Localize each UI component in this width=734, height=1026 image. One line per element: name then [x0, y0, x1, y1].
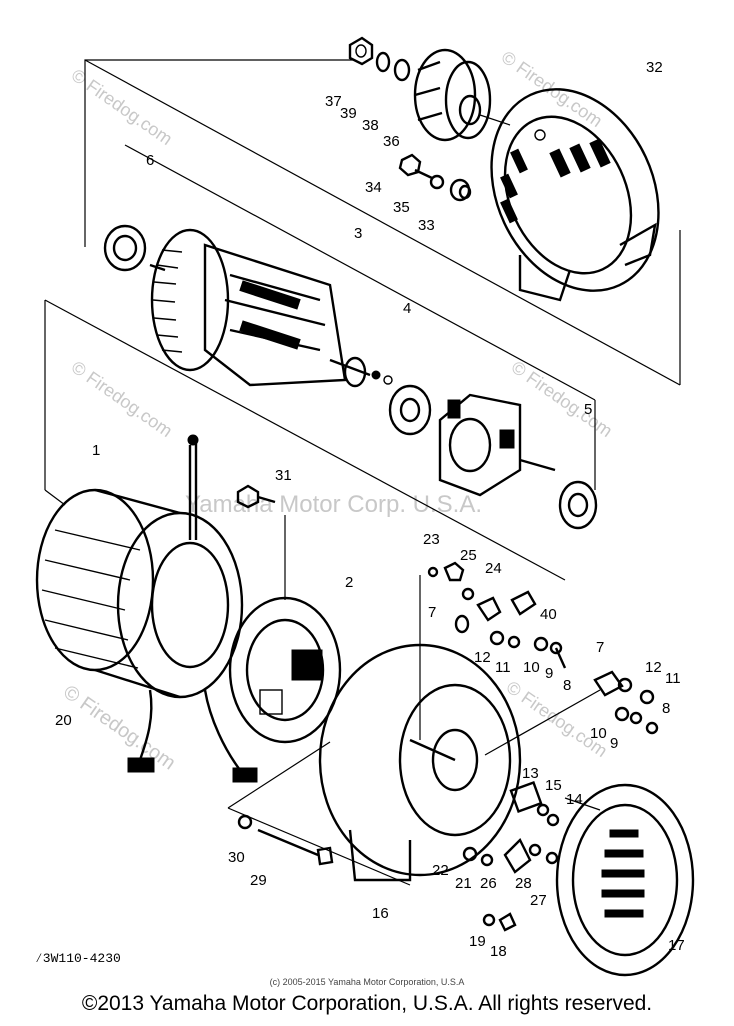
assembly-frames: [44, 59, 681, 581]
callout-3: 3: [354, 225, 362, 242]
part-17-fan-cover: [555, 783, 695, 977]
part-33-35-fasteners: [398, 153, 472, 202]
small-hardware: [227, 561, 659, 932]
callout-38: 38: [362, 117, 379, 134]
watermark-firedog-3: © Firedog.com: [68, 357, 176, 441]
part-32-rear-bracket: [490, 88, 660, 302]
callout-16: 16: [372, 905, 389, 922]
callout-10b: 10: [590, 725, 607, 742]
callout-27: 27: [530, 892, 547, 909]
part-37-39-nut-washers: [348, 36, 411, 82]
callout-20: 20: [55, 712, 72, 729]
drawing-code: ⁄3W110-4230: [35, 951, 121, 966]
callout-9a: 9: [545, 665, 553, 682]
callout-13: 13: [522, 765, 539, 782]
callout-8a: 8: [563, 677, 571, 694]
callout-11b: 11: [665, 670, 681, 687]
callout-11a: 11: [495, 659, 511, 676]
part-6-bearing: [103, 224, 147, 272]
callout-39: 39: [340, 105, 357, 122]
part-1-stator: [35, 434, 258, 783]
watermark-center: Yamaha Motor Corp. U.S.A.: [185, 491, 482, 518]
callout-34: 34: [365, 179, 382, 196]
callout-1: 1: [92, 442, 100, 459]
callout-23: 23: [423, 531, 440, 548]
callout-22: 22: [432, 862, 449, 879]
callout-19: 19: [469, 933, 486, 950]
callout-30: 30: [228, 849, 245, 866]
small-credit: (c) 2005-2015 Yamaha Motor Corporation, …: [269, 977, 465, 987]
callout-14: 14: [566, 791, 583, 808]
rotor-assembly: [149, 228, 371, 388]
callout-21: 21: [455, 875, 472, 892]
callout-12b: 12: [645, 659, 662, 676]
callout-25: 25: [460, 547, 477, 564]
callout-9b: 9: [610, 735, 618, 752]
callout-8b: 8: [662, 700, 670, 717]
part-36-pulley: [413, 48, 511, 142]
callout-29: 29: [250, 872, 267, 889]
callout-labels: 37 39 38 36 32 6 34 35 33 3 4 5 1 31 2 2…: [55, 59, 685, 960]
callout-28: 28: [515, 875, 532, 892]
callout-18: 18: [490, 943, 507, 960]
callout-36: 36: [383, 133, 400, 150]
callout-2: 2: [345, 574, 353, 591]
callout-37: 37: [325, 93, 342, 110]
callout-15: 15: [545, 777, 562, 794]
center-bracket: [438, 393, 556, 497]
callout-4: 4: [403, 300, 411, 317]
watermark-firedog-6: © Firedog.com: [59, 681, 179, 774]
callout-33: 33: [418, 217, 435, 234]
callout-12a: 12: [474, 649, 491, 666]
callout-35: 35: [393, 199, 410, 216]
callout-31: 31: [275, 467, 292, 484]
callout-6: 6: [146, 152, 154, 169]
callout-7a: 7: [428, 604, 436, 621]
callout-40: 40: [540, 606, 557, 623]
callout-26: 26: [480, 875, 497, 892]
callout-32: 32: [646, 59, 663, 76]
callout-17: 17: [668, 937, 685, 954]
watermark-firedog-4: © Firedog.com: [508, 357, 616, 441]
copyright-notice: ©2013 Yamaha Motor Corporation, U.S.A. A…: [81, 992, 653, 1015]
part-4-slip-ring: [371, 370, 432, 436]
part-31-bolt: [236, 484, 276, 509]
callout-7b: 7: [596, 639, 604, 656]
callout-5: 5: [584, 401, 592, 418]
callout-24: 24: [485, 560, 502, 577]
part-5-bearing: [558, 480, 598, 530]
callout-10a: 10: [523, 659, 540, 676]
part-16-front-bracket: [318, 575, 522, 882]
watermark-firedog-1: © Firedog.com: [68, 65, 176, 149]
part-2-exciter: [228, 515, 342, 744]
